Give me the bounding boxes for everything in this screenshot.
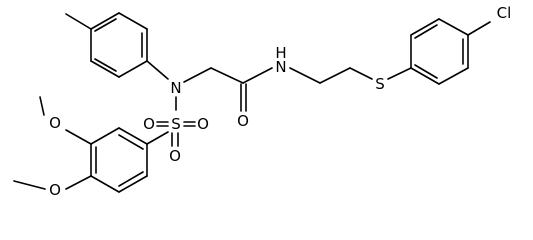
bonds (13, 12, 491, 193)
dimethoxy-bond (90, 175, 120, 193)
methoxy-upper-oxygen-label: O (49, 114, 61, 132)
amine-nitrogen-label: N (170, 79, 181, 97)
c-nh-bond (242, 67, 273, 84)
ch2-ch2-bond (319, 67, 351, 84)
tolyl-bond (90, 60, 120, 78)
s-aryl-bond (146, 131, 169, 145)
methoxy-lower-oxygen-label: O (49, 181, 61, 199)
chlorophenyl-bond (414, 24, 438, 39)
dimethoxy-bond (90, 127, 120, 145)
carbonyl-oxygen-label: O (237, 112, 249, 130)
molecule-structure: N H N S O O O O S Cl O O (13, 4, 511, 199)
chlorophenyl-bond (438, 67, 469, 85)
chlorophenyl-bond (414, 64, 438, 79)
ch2-c-bond (210, 67, 244, 84)
s-aryl-bond (387, 67, 412, 80)
chlorophenyl-bond (410, 67, 440, 85)
ch2-s-bond (349, 67, 373, 80)
n-ch2-bond (183, 67, 212, 83)
nh-ch2-bond (289, 67, 321, 84)
chlorine-label: Cl (497, 4, 512, 22)
dimethoxy-bond (118, 171, 144, 187)
atom-labels: N H N S O O O O S Cl O O (49, 4, 511, 199)
thioether-sulfur-label: S (375, 75, 385, 93)
dimethoxy-bond (118, 175, 148, 193)
methoxy-lower-ch3-bond (13, 180, 46, 190)
methoxy-upper-bond (65, 129, 92, 145)
sulfonyl-sulfur-label: S (171, 115, 181, 133)
dimethoxy-bond (118, 127, 148, 145)
methoxy-lower-bond (65, 175, 92, 190)
chlorophenyl-bond (438, 18, 469, 36)
methoxy-upper-ch3-bond (39, 96, 45, 116)
tolyl-bond (118, 60, 148, 78)
methyl-bond (65, 13, 92, 30)
sulfonyl-oxygen-left-label: O (143, 115, 155, 133)
c-cl-bond (467, 21, 491, 36)
tolyl-bond (118, 12, 148, 30)
chlorophenyl-bond (410, 18, 440, 36)
tolyl-bond (94, 58, 117, 72)
sulfonyl-oxygen-right-label: O (197, 115, 209, 133)
tolyl-bond (94, 18, 117, 32)
dimethoxy-bond (118, 134, 144, 150)
tolyl-n-bond (146, 60, 169, 80)
amide-nitrogen-label: N (275, 58, 286, 76)
sulfonyl-oxygen-down-label: O (169, 147, 181, 165)
tolyl-bond (90, 12, 120, 30)
amide-hydrogen-label: H (275, 44, 286, 62)
